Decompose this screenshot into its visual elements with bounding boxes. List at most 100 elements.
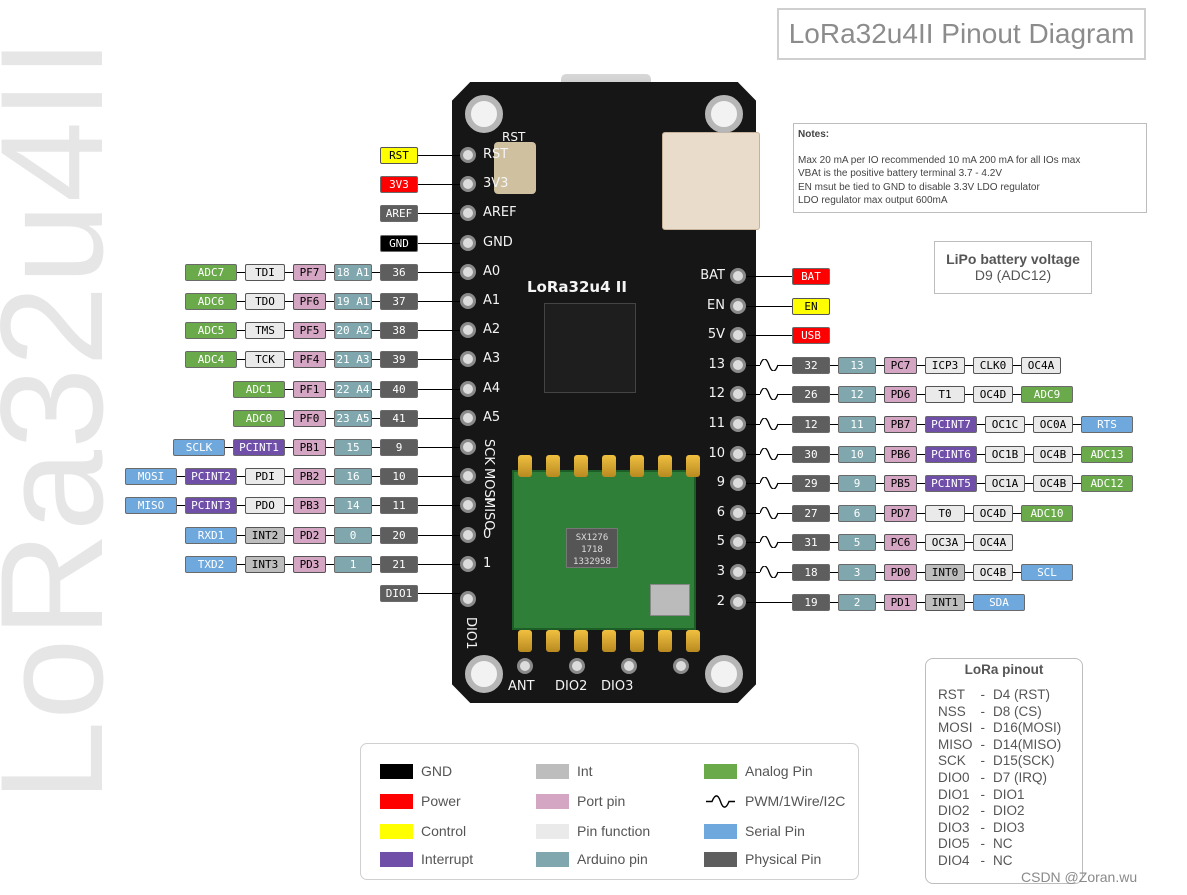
lora-sep: - [980, 803, 986, 819]
left-pin-silk: A4 [483, 381, 501, 396]
module-pad [686, 630, 700, 652]
legend-item: Serial Pin [704, 823, 805, 839]
pin-connector-line [418, 418, 460, 419]
module-pad [574, 630, 588, 652]
pin-tag-power: 3V3 [380, 176, 418, 193]
legend-item: GND [380, 763, 452, 779]
pin-connector-line [746, 483, 760, 484]
pin-connector-line [285, 389, 293, 390]
legend-item: Int [536, 763, 593, 779]
pin-tag-analog: ADC10 [1021, 505, 1073, 522]
pin-connector-line [830, 394, 838, 395]
notes-line: VBAt is the positive battery terminal 3.… [798, 168, 1002, 179]
pin-connector-line [965, 365, 973, 366]
pin-connector-line [778, 454, 792, 455]
pin-tag-arduino: 10 [838, 446, 876, 463]
pin-hole [460, 439, 476, 455]
lora-pinout-row: DIO4-NC [938, 853, 1069, 870]
left-pin-silk: A1 [483, 293, 501, 308]
pin-tag-arduino: 18 A1 [334, 264, 372, 281]
pin-hole [730, 446, 746, 462]
pin-tag-arduino: 15 [334, 439, 372, 456]
pin-hole [460, 176, 476, 192]
lora-signal: RST [938, 687, 965, 702]
legend-item: Control [380, 823, 466, 839]
pin-connector-line [326, 476, 334, 477]
legend-label: Control [421, 823, 467, 839]
lipo-title: LiPo battery voltage [946, 251, 1080, 267]
lora-mapping: D8 (CS) [993, 703, 1042, 719]
pin-connector-line [237, 359, 245, 360]
lora-signal: DIO1 [938, 786, 970, 802]
lora-mapping: D7 (IRQ) [993, 769, 1048, 785]
pin-hole [460, 497, 476, 513]
pin-connector-line [326, 359, 334, 360]
pin-connector-line [225, 447, 233, 448]
pin-connector-line [917, 454, 925, 455]
pin-connector-line [778, 424, 792, 425]
pin-hole [730, 357, 746, 373]
lora-signal: DIO2 [938, 803, 970, 819]
pin-connector-line [830, 483, 838, 484]
pin-tag-gnd: GND [380, 235, 418, 252]
pin-hole [730, 475, 746, 491]
pin-connector-line [237, 564, 245, 565]
pin-tag-function: T0 [925, 505, 965, 522]
module-pad [518, 455, 532, 477]
lora-pinout-box: LoRa pinout RST-D4 (RST)NSS-D8 (CS)MOSI-… [925, 658, 1083, 884]
pin-connector-line [285, 564, 293, 565]
pin-tag-control: RST [380, 147, 418, 164]
left-pin-silk: A0 [483, 264, 501, 279]
pin-connector-line [372, 330, 380, 331]
pin-connector-line [746, 542, 760, 543]
pin-tag-arduino: 2 [838, 594, 876, 611]
crystal [650, 584, 690, 616]
pin-connector-line [830, 572, 838, 573]
pin-hole [460, 264, 476, 280]
legend-item: Interrupt [380, 851, 473, 867]
pin-connector-line [746, 454, 760, 455]
pin-connector-line [1025, 454, 1033, 455]
pwm-icon [760, 477, 778, 489]
pin-connector-line [917, 424, 925, 425]
pin-connector-line [418, 476, 460, 477]
pin-connector-line [372, 564, 380, 565]
pin-connector-line [917, 365, 925, 366]
module-pad [630, 455, 644, 477]
pin-connector-line [372, 447, 380, 448]
pin-connector-line [177, 476, 185, 477]
pin-tag-arduino: 0 [334, 527, 372, 544]
pin-tag-serial: SDA [973, 594, 1025, 611]
legend-item: Power [380, 793, 461, 809]
legend-item: Port pin [536, 793, 625, 809]
lora-pinout-row: DIO2-DIO2 [938, 803, 1069, 820]
pin-tag-interrupt: PCINT5 [925, 475, 977, 492]
pin-tag-arduino: 6 [838, 505, 876, 522]
pin-connector-line [746, 365, 760, 366]
pin-tag-serial: TXD2 [185, 556, 237, 573]
legend-swatch [536, 823, 569, 839]
pin-tag-interrupt: PCINT6 [925, 446, 977, 463]
pin-tag-port: PB3 [293, 497, 326, 514]
pin-tag-function: PDI [245, 468, 285, 485]
left-pin-silk: MISO [481, 497, 496, 531]
pin-tag-analog: ADC4 [185, 351, 237, 368]
lora-pinout-row: MISO-D14(MISO) [938, 737, 1069, 754]
pin-hole [460, 322, 476, 338]
pin-connector-line [326, 505, 334, 506]
pin-tag-serial: MISO [125, 497, 177, 514]
pin-connector-line [965, 542, 973, 543]
legend-label: Serial Pin [745, 823, 805, 839]
right-pin-silk: 5V [707, 327, 725, 342]
legend-label: Physical Pin [745, 851, 822, 867]
pin-connector-line [876, 513, 884, 514]
lora-mapping: DIO2 [993, 803, 1025, 819]
pin-tag-port: PB1 [293, 439, 326, 456]
pin-connector-line [418, 184, 460, 185]
legend-swatch [536, 793, 569, 809]
pin-connector-line [1013, 394, 1021, 395]
lora-pinout-row: DIO0-D7 (IRQ) [938, 770, 1069, 787]
pin-tag-analog: ADC7 [185, 264, 237, 281]
pin-tag-serial: MOSI [125, 468, 177, 485]
pin-connector-line [876, 365, 884, 366]
